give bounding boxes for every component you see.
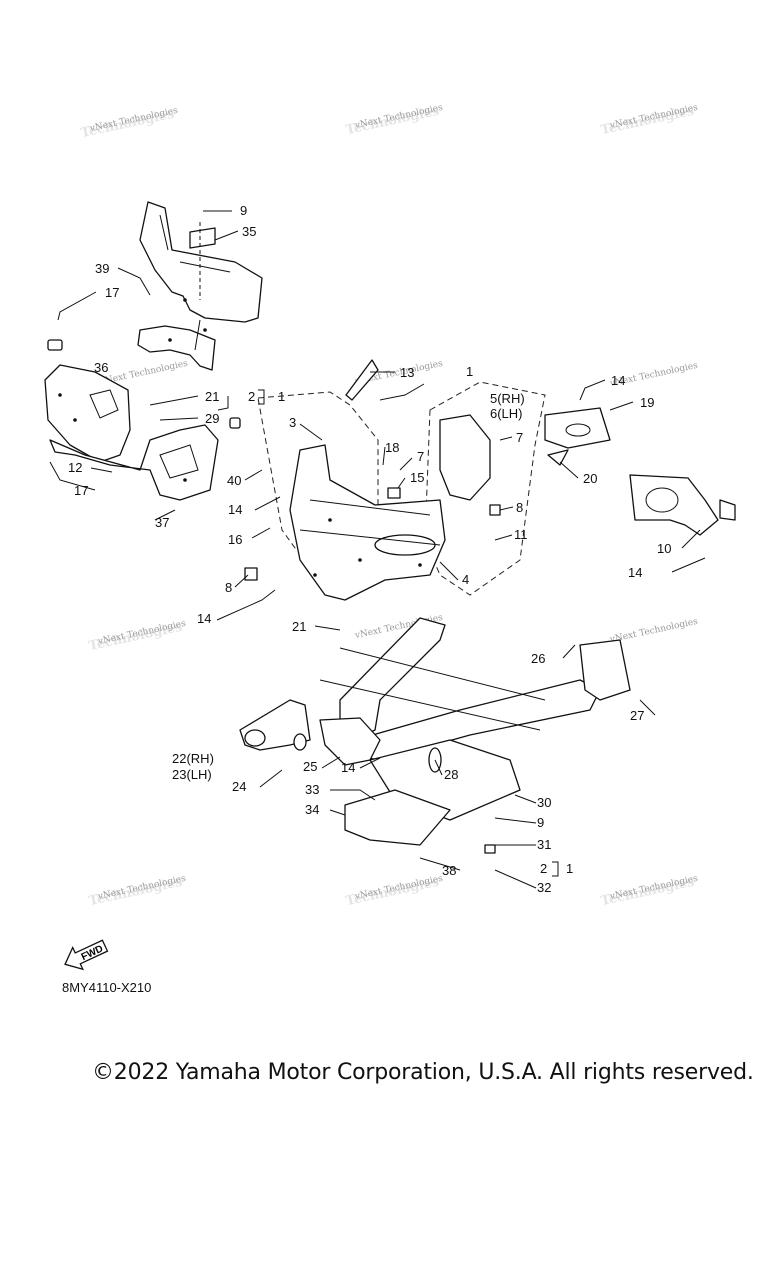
callout-11: 11 (514, 527, 528, 542)
upper-cover-part (137, 201, 263, 371)
callout-18: 18 (385, 440, 399, 455)
callout-7: 7 (516, 430, 523, 445)
callout-29: 29 (205, 411, 219, 426)
callout-10: 10 (657, 541, 671, 556)
callout-39: 39 (95, 261, 109, 276)
callout-14: 14 (611, 373, 625, 388)
callout-17: 17 (105, 285, 119, 300)
callout-14: 14 (228, 502, 242, 517)
assembly-box-1b (424, 381, 546, 596)
lower-frame (239, 617, 631, 854)
callout-24: 24 (232, 779, 246, 794)
callout-21: 21 (292, 619, 306, 634)
center-dash-panel (244, 359, 611, 601)
callout-8: 8 (225, 580, 232, 595)
callout-23lh: 23(LH) (172, 767, 212, 782)
callout-20: 20 (583, 471, 597, 486)
callout-21: 21 (205, 389, 219, 404)
callout-14: 14 (197, 611, 211, 626)
callouts: 9 35 39 17 36 21 29 2 1 12 17 37 13 3 40… (68, 203, 671, 895)
callout-9: 9 (537, 815, 544, 830)
callout-1: 1 (466, 364, 473, 379)
callout-2: 2 (248, 389, 255, 404)
callout-34: 34 (305, 802, 319, 817)
callout-2: 2 (540, 861, 547, 876)
callout-38: 38 (442, 863, 456, 878)
right-bracket-part (629, 474, 736, 536)
callout-13: 13 (400, 365, 414, 380)
copyright-notice: ©2022 Yamaha Motor Corporation, U.S.A. A… (92, 1060, 754, 1085)
callout-7: 7 (417, 449, 424, 464)
callout-31: 31 (537, 837, 551, 852)
callout-12: 12 (68, 460, 82, 475)
callout-36: 36 (94, 360, 108, 375)
callout-3: 3 (289, 415, 296, 430)
callout-32: 32 (537, 880, 551, 895)
callout-40: 40 (227, 473, 241, 488)
fwd-label: FWD (80, 943, 105, 963)
callout-33: 33 (305, 782, 319, 797)
fwd-arrow-icon: FWD (64, 939, 109, 971)
diagram-code: 8MY4110-X210 (62, 980, 152, 995)
left-dash-part (44, 339, 241, 501)
callout-37: 37 (155, 515, 169, 530)
callout-27: 27 (630, 708, 644, 723)
callout-22rh: 22(RH) (172, 751, 214, 766)
callout-4: 4 (462, 572, 469, 587)
callout-1: 1 (278, 389, 285, 404)
callout-9: 9 (240, 203, 247, 218)
callout-25: 25 (303, 759, 317, 774)
callout-35: 35 (242, 224, 256, 239)
callout-15: 15 (410, 470, 424, 485)
callout-19: 19 (640, 395, 654, 410)
callout-14: 14 (628, 565, 642, 580)
callout-14: 14 (341, 760, 355, 775)
callout-5rh: 5(RH) (490, 391, 525, 406)
callout-30: 30 (537, 795, 551, 810)
watermark-text: vNext Technologies (608, 617, 699, 646)
callout-8: 8 (516, 500, 523, 515)
callout-1: 1 (566, 861, 573, 876)
callout-28: 28 (444, 767, 458, 782)
leader-lines (49, 210, 706, 889)
callout-17: 17 (74, 483, 88, 498)
callout-26: 26 (531, 651, 545, 666)
callout-6lh: 6(LH) (490, 406, 523, 421)
callout-16: 16 (228, 532, 242, 547)
